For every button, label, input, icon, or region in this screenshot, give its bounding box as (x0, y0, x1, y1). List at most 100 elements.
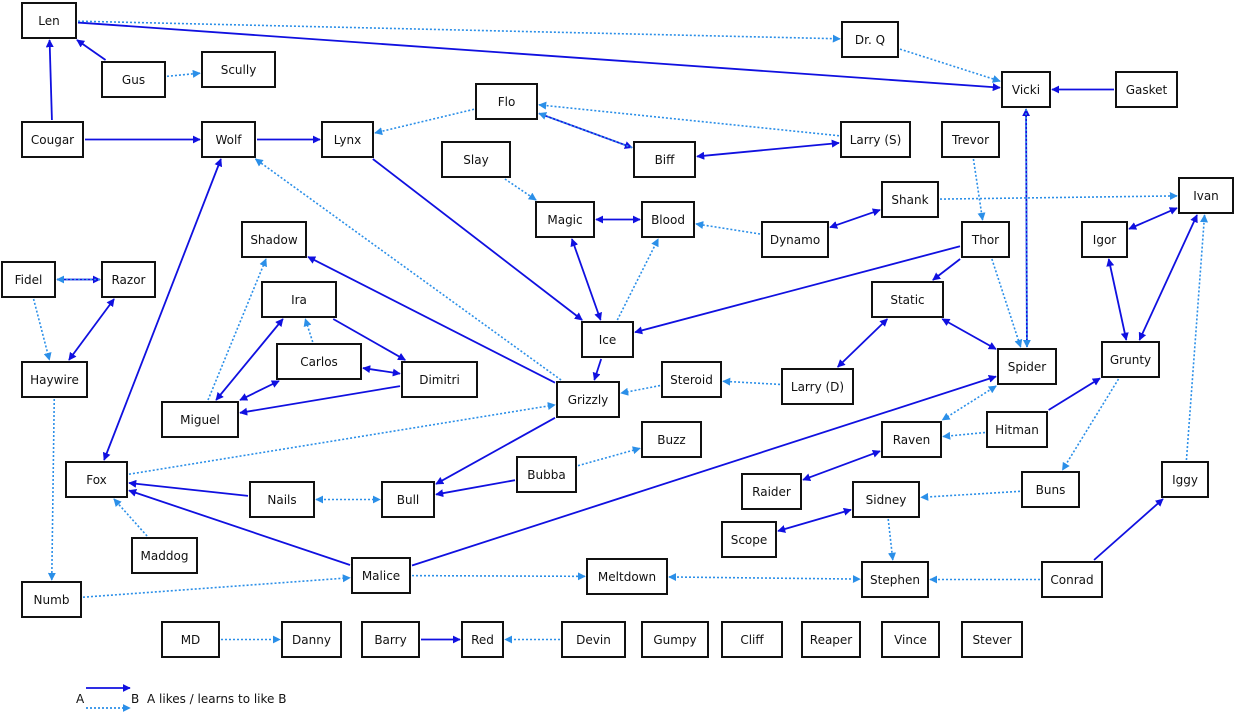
edge-carlos-miguel (239, 380, 280, 401)
node-danny: Danny (281, 621, 342, 658)
edge-thor-static (932, 258, 961, 281)
edge-haywire-numb (47, 398, 56, 581)
edge-sidney-stephen (887, 518, 896, 561)
node-lynx: Lynx (321, 121, 374, 158)
edge-conrad-iggy (1093, 498, 1164, 561)
edge-thor-spider (991, 258, 1023, 348)
edge-thor-ice (634, 245, 961, 335)
edge-gus-scully (166, 69, 201, 78)
edge-gus-len (76, 39, 107, 61)
node-fidel: Fidel (1, 261, 56, 298)
legend-a-label: A (76, 692, 85, 706)
edge-wolf-fox (102, 158, 223, 461)
edge-biff-flo (538, 112, 633, 149)
edge-spider-raven (941, 385, 997, 421)
edge-static-spider (941, 318, 997, 350)
node-dimitri: Dimitri (401, 361, 478, 398)
edge-buns-sidney (920, 490, 1021, 501)
edge-magic-ice (570, 238, 602, 321)
node-wolf: Wolf (201, 121, 256, 158)
node-haywire: Haywire (21, 361, 88, 398)
edge-larryd-static (837, 318, 888, 368)
edge-scope-sidney (777, 507, 852, 533)
node-slay: Slay (441, 141, 511, 178)
edge-igor-ivan (1128, 207, 1178, 230)
node-cliff: Cliff (721, 621, 783, 658)
node-larrys: Larry (S) (840, 121, 911, 158)
node-fox: Fox (65, 461, 128, 498)
edge-cougar-len (45, 39, 54, 121)
node-blood: Blood (641, 201, 695, 238)
node-len: Len (21, 2, 77, 39)
edge-hitman-grunty (1048, 377, 1101, 411)
edge-len-drq (77, 20, 841, 43)
node-shadow: Shadow (241, 221, 307, 258)
node-maddog: Maddog (131, 537, 198, 574)
node-nails: Nails (249, 481, 315, 518)
edge-larrys-flo (538, 101, 840, 137)
edge-flo-lynx (374, 108, 475, 136)
edge-fidel-haywire (32, 298, 52, 361)
node-ira: Ira (261, 281, 337, 318)
edge-len-vicki (77, 21, 1001, 92)
edge-bubba-buzz (577, 446, 641, 467)
edge-drq-vicki (899, 48, 1001, 83)
node-vince: Vince (881, 621, 940, 658)
node-grunty: Grunty (1101, 341, 1160, 378)
node-vicki: Vicki (1001, 71, 1051, 108)
node-cougar: Cougar (21, 121, 84, 158)
node-gus: Gus (101, 61, 166, 98)
node-trevor: Trevor (941, 121, 1000, 158)
edge-numb-malice (82, 574, 351, 599)
node-dynamo: Dynamo (761, 221, 829, 258)
node-buns: Buns (1021, 471, 1080, 508)
node-hitman: Hitman (986, 411, 1048, 448)
edge-bubba-bull (435, 479, 516, 498)
node-bubba: Bubba (516, 456, 577, 493)
node-larryd: Larry (D) (781, 368, 854, 405)
edge-dynamo-shank (829, 208, 881, 229)
node-ice: Ice (581, 321, 634, 358)
legend-description: A likes / learns to like B (147, 692, 287, 706)
node-iggy: Iggy (1161, 461, 1209, 498)
edge-ira-dimitri (332, 318, 406, 361)
edge-razor-haywire (68, 298, 115, 361)
edge-trevor-thor (972, 158, 986, 221)
edge-shank-ivan (939, 191, 1178, 200)
node-spider: Spider (997, 348, 1057, 385)
edge-igor-grunty (1106, 258, 1129, 341)
edge-maddog-fox (113, 498, 148, 537)
edge-carlos-dimitri (362, 365, 401, 377)
node-igor: Igor (1081, 221, 1128, 258)
node-devin: Devin (561, 621, 626, 658)
node-barry: Barry (361, 621, 420, 658)
edge-biff-larrys (696, 139, 840, 160)
edge-lynx-ice (372, 158, 583, 321)
legend-b-label: B (131, 692, 140, 706)
edge-slay-magic (504, 178, 537, 201)
node-md: MD (161, 621, 220, 658)
node-raven: Raven (881, 421, 942, 458)
edge-malice-spider (411, 374, 997, 567)
edge-miguel-shadow (207, 258, 267, 401)
node-meltdown: Meltdown (586, 558, 668, 595)
node-carlos: Carlos (276, 343, 362, 380)
edge-carlos-ira (303, 318, 314, 343)
node-biff: Biff (633, 141, 696, 178)
node-razor: Razor (101, 261, 156, 298)
node-scully: Scully (201, 51, 276, 88)
edge-spider-vicki (1022, 108, 1031, 348)
node-reaper: Reaper (801, 621, 861, 658)
edge-ice-blood (616, 238, 659, 321)
node-thor: Thor (961, 221, 1010, 258)
node-gumpy: Gumpy (641, 621, 709, 658)
edge-grizzly-shadow (307, 256, 556, 384)
edge-malice-meltdown (411, 572, 586, 581)
node-drq: Dr. Q (841, 21, 899, 58)
edge-nails-fox (128, 479, 249, 497)
node-malice: Malice (351, 557, 411, 594)
node-ivan: Ivan (1178, 177, 1234, 214)
node-conrad: Conrad (1041, 561, 1103, 598)
